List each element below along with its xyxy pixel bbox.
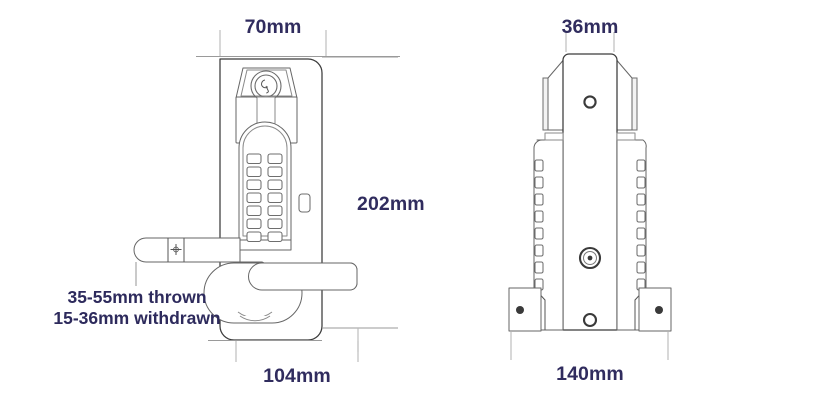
dim-label-side-width-bottom: 140mm bbox=[556, 363, 624, 385]
keypad-button[interactable] bbox=[267, 166, 283, 178]
spindle-hole bbox=[578, 246, 602, 270]
left-tab-hole bbox=[516, 306, 524, 314]
keypad-button[interactable] bbox=[246, 192, 262, 204]
bolt-crosshair bbox=[170, 244, 182, 255]
keypad-button[interactable] bbox=[267, 192, 283, 204]
note-thrown-label: 35-55mm thrown bbox=[67, 287, 206, 307]
keypad-button[interactable] bbox=[246, 179, 262, 191]
keypad-button[interactable] bbox=[267, 153, 283, 165]
keypad-buttons bbox=[246, 153, 283, 243]
lever-handle[interactable] bbox=[203, 261, 358, 324]
dim-label-front-height: 202mm bbox=[357, 193, 425, 215]
keypad-button[interactable] bbox=[267, 231, 283, 243]
side-view: 36mm 140mm bbox=[508, 16, 672, 385]
keypad-button[interactable] bbox=[246, 166, 262, 178]
clear-button[interactable] bbox=[298, 193, 311, 213]
latch-bolt bbox=[133, 237, 241, 263]
side-width-top-dimension bbox=[565, 32, 615, 52]
dim-label-front-width-top: 70mm bbox=[245, 16, 302, 38]
front-view: 70mm 202mm 104mm 35-55mm thrown 15-36mm … bbox=[53, 16, 424, 387]
keypad-button[interactable] bbox=[246, 205, 262, 217]
keypad-button[interactable] bbox=[267, 205, 283, 217]
note-withdrawn-label: 15-36mm withdrawn bbox=[53, 308, 220, 328]
bottom-fixing-hole bbox=[582, 312, 598, 328]
dim-label-side-width-top: 36mm bbox=[562, 16, 619, 38]
keypad-button[interactable] bbox=[246, 153, 262, 165]
front-width-bottom-dimension bbox=[208, 339, 359, 362]
dim-label-front-width-bottom: 104mm bbox=[263, 365, 331, 387]
keypad-button[interactable] bbox=[267, 218, 283, 230]
mounting-tabs bbox=[508, 287, 672, 332]
keypad-button[interactable] bbox=[246, 218, 262, 230]
side-width-bottom-dimension bbox=[510, 332, 669, 360]
top-fixing-hole bbox=[583, 95, 597, 109]
side-keypad-edges-right bbox=[636, 159, 646, 291]
side-keypad-edges-left bbox=[534, 159, 544, 291]
keypad-button[interactable] bbox=[267, 179, 283, 191]
keypad-button[interactable] bbox=[246, 231, 262, 243]
right-tab-hole bbox=[655, 306, 663, 314]
